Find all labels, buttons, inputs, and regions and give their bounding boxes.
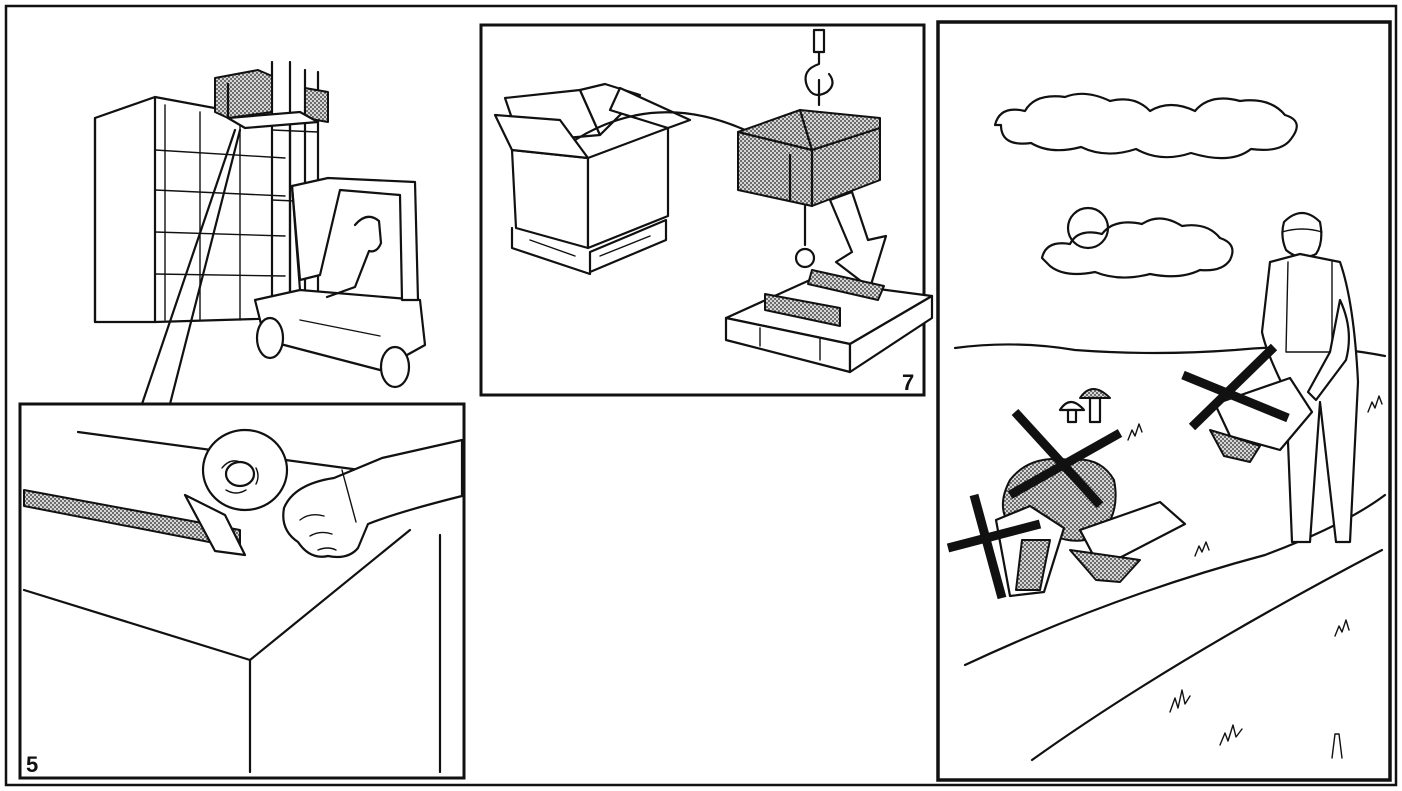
panel-no-littering [938,22,1390,780]
stored-box [215,70,328,128]
storage-forklift-scene [95,62,425,404]
panel-unpacking: 7 [481,25,932,395]
step-number-5: 5 [26,752,38,777]
panel-taping: 5 [20,404,464,778]
step-number-7: 7 [902,370,914,395]
shelf-rack [95,97,290,322]
